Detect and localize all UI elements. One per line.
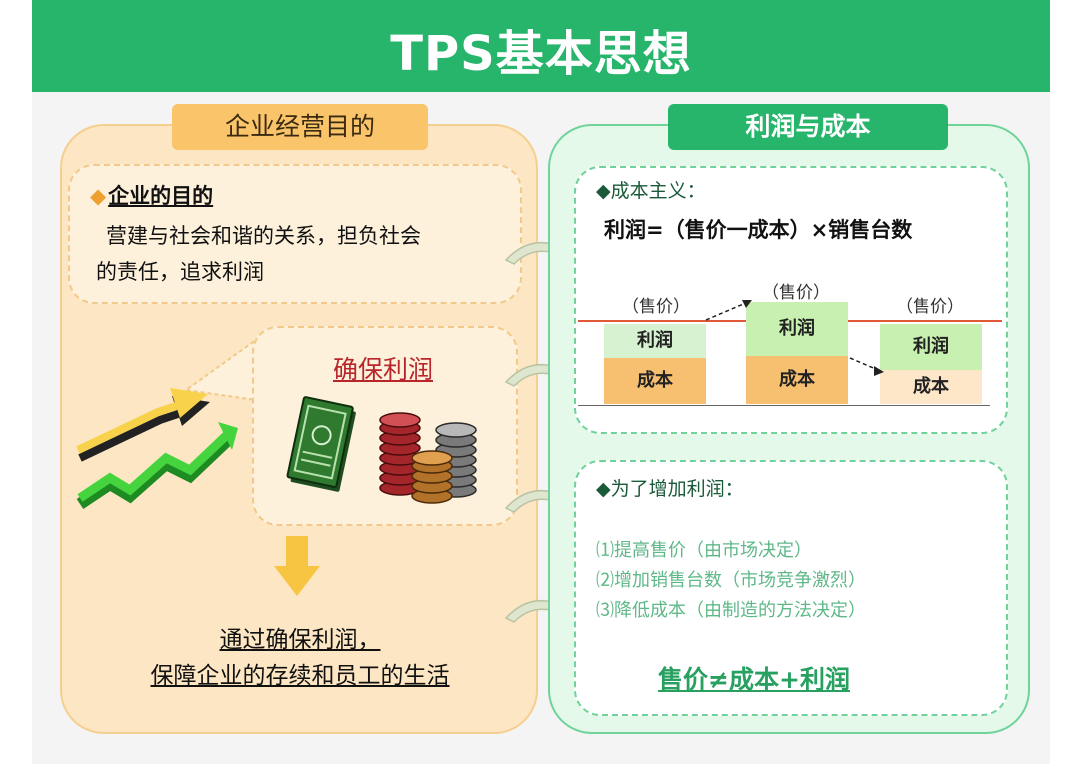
purpose-box [68,164,522,304]
profit-formula: 利润=（售价一成本）×销售台数 [604,218,913,242]
bar-price-label: （售价） [896,297,964,317]
bar-profit-segment: 利润 [880,324,982,370]
conclusion-text: 通过确保利润， 保障企业的存续和员工的生活 [70,622,530,694]
purpose-line: 的责任，追求利润 [96,260,264,284]
method-item: ⑴提高售价（由市场决定） [596,540,812,561]
bar-profit-segment: 利润 [604,324,706,358]
page-title: TPS基本思想 [390,26,692,82]
cost-principle-heading: ◆成本主义： [596,180,706,202]
bar-price-label: （售价） [622,297,690,317]
bar-cost-segment: 成本 [604,358,706,404]
conclusion-line: 通过确保利润， [219,627,381,653]
growth-arrow-icon [76,388,238,509]
bar-price-label: （售价） [762,283,830,303]
purpose-line: 营建与社会和谐的关系，担负社会 [106,224,421,248]
profit-label: 确保利润 [332,355,433,384]
title-banner: TPS基本思想 [32,0,1050,92]
diamond-bullet-icon: ◆ [90,184,107,208]
conclusion-line: 保障企业的存续和员工的生活 [150,663,450,689]
price-not-equal-statement: 售价≠成本+利润 [658,665,850,694]
increase-profit-box [574,460,1008,716]
increase-profit-heading: ◆为了增加利润： [596,478,744,500]
method-item: ⑶降低成本（由制造的方法决定） [596,600,866,621]
baseline [578,405,990,406]
bar-profit-segment: 利润 [746,302,848,356]
money-stack-icon [286,396,356,492]
coin-stacks-icon [379,412,477,504]
bar-cost-segment: 成本 [746,356,848,404]
right-panel-tab: 利润与成本 [668,104,948,150]
method-item: ⑵增加销售台数（市场竞争激烈） [596,570,866,591]
dashed-trend-arrows [705,300,884,376]
down-arrow-icon [274,536,320,596]
left-panel-tab: 企业经营目的 [172,104,428,150]
bar-cost-segment: 成本 [880,370,982,404]
purpose-text: 营建与社会和谐的关系，担负社会 的责任，追求利润 [96,218,506,290]
purpose-heading: ◆企业的目的 [90,184,214,208]
